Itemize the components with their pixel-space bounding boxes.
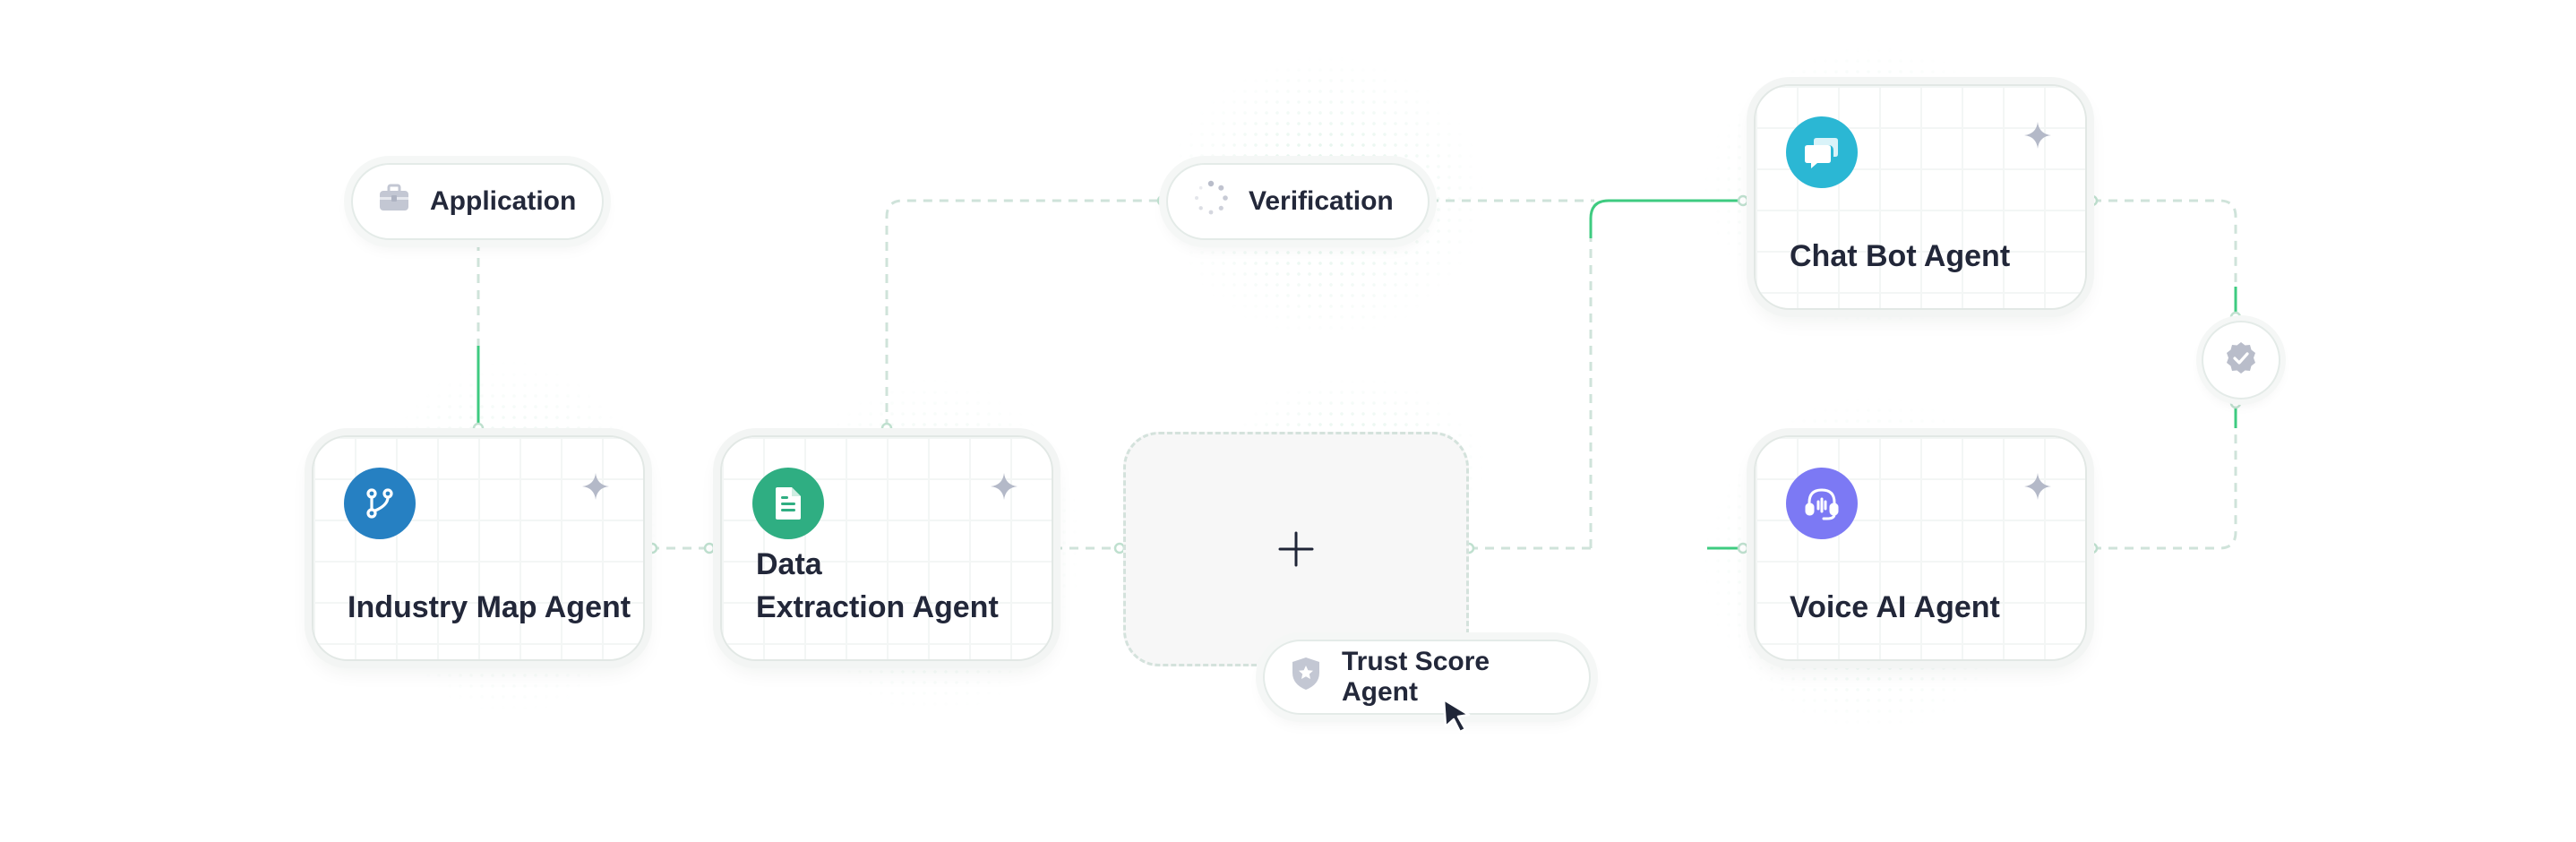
sparkle-icon [991, 473, 1018, 504]
verification-label: Verification [1249, 186, 1394, 216]
sparkle-icon [2024, 122, 2051, 153]
data-extraction-agent-card[interactable]: Data Extraction Agent [720, 435, 1053, 661]
chat-bubbles-icon [1786, 116, 1858, 188]
application-node[interactable]: Application [351, 163, 604, 240]
cursor-icon [1440, 697, 1474, 739]
headset-icon [1786, 468, 1858, 539]
trust-score-agent-node[interactable]: Trust Score Agent [1263, 640, 1591, 715]
git-branch-icon [344, 468, 416, 539]
verification-node[interactable]: Verification [1166, 163, 1430, 240]
document-icon [752, 468, 824, 539]
chat-bot-agent-card[interactable]: Chat Bot Agent [1754, 84, 2087, 310]
voice-ai-agent-card[interactable]: Voice AI Agent [1754, 435, 2087, 661]
card-title: Voice AI Agent [1790, 590, 2000, 624]
industry-map-agent-card[interactable]: Industry Map Agent [312, 435, 645, 661]
application-label: Application [430, 186, 577, 216]
card-title: Data Extraction Agent [756, 543, 999, 629]
status-check-node[interactable] [2202, 321, 2280, 400]
plus-icon[interactable] [1278, 531, 1314, 567]
check-badge-icon [2223, 340, 2259, 381]
add-agent-slot[interactable] [1123, 432, 1469, 666]
card-title-line: Data [756, 547, 822, 581]
card-title: Industry Map Agent [348, 590, 631, 624]
sparkle-icon [582, 473, 609, 504]
card-title: Chat Bot Agent [1790, 239, 2011, 273]
sparkle-icon [2024, 473, 2051, 504]
spinner-icon [1193, 180, 1229, 223]
card-title-line: Extraction Agent [756, 590, 999, 624]
trust-score-label: Trust Score Agent [1342, 647, 1490, 707]
shield-star-icon [1290, 656, 1322, 699]
briefcase-icon [378, 184, 410, 219]
